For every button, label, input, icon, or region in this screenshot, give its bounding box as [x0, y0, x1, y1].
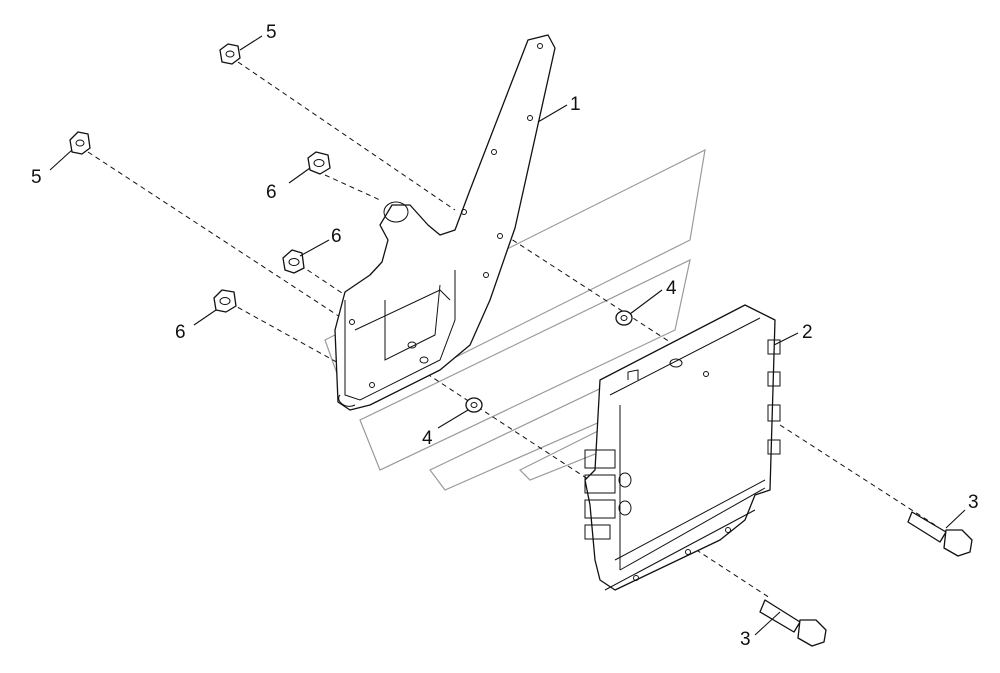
nut-part-6-top [307, 151, 331, 175]
callout-6-lower: 6 [175, 322, 186, 343]
nut-part-5-upper [219, 43, 241, 65]
callout-4-lower: 4 [422, 428, 433, 449]
nut-part-6-middle [282, 249, 305, 274]
bolt-part-3-upper [907, 511, 973, 557]
bolt-part-3-lower [759, 599, 827, 647]
callout-2: 2 [802, 322, 813, 343]
callout-labels: 5 5 1 2 6 6 6 4 4 3 3 [31, 22, 979, 650]
bracket-part-1 [334, 34, 556, 411]
callout-5-lower: 5 [31, 167, 42, 188]
washer-part-4-lower [465, 397, 483, 413]
leader-lines [49, 35, 966, 636]
callout-6-middle: 6 [331, 226, 342, 247]
callout-6-top: 6 [266, 182, 277, 203]
callout-3-upper: 3 [968, 492, 979, 513]
callout-4-upper: 4 [666, 278, 677, 299]
callout-5-upper: 5 [266, 22, 277, 43]
nut-part-5-lower [69, 131, 91, 155]
washer-part-4-upper [615, 310, 633, 326]
control-unit-part-2 [584, 304, 781, 591]
nut-part-6-lower [213, 289, 237, 313]
callout-3-lower: 3 [740, 629, 751, 650]
callout-1: 1 [570, 94, 581, 115]
